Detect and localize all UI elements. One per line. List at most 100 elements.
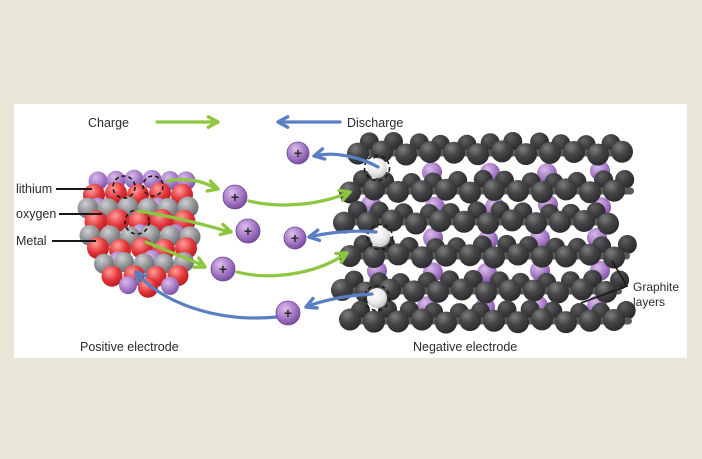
arrow-shaft <box>317 152 380 169</box>
graphite-callout-line2: layers <box>633 295 665 309</box>
lithium-ion-sphere <box>275 300 301 326</box>
graphite-layer <box>347 131 633 166</box>
carbon-atom <box>339 245 361 268</box>
carbon-atom <box>499 279 521 302</box>
carbon-atom <box>467 143 489 166</box>
plus-sign: + <box>231 189 239 205</box>
carbon-atom <box>587 143 609 166</box>
arrow-shaft <box>166 177 215 189</box>
arrow-shaft <box>235 254 344 278</box>
graphite-callout-bracket <box>580 260 629 304</box>
charge-arrow-icon <box>155 115 220 129</box>
carbon-atom <box>371 140 393 163</box>
carbon-atom <box>579 309 601 332</box>
arrow-shaft <box>309 292 374 307</box>
plus-sign: + <box>284 305 292 321</box>
lithium-ion: + <box>283 226 307 250</box>
arrowhead <box>205 179 220 193</box>
lithium-ion-sphere <box>210 256 236 282</box>
arrowhead <box>334 251 349 264</box>
carbon-atom <box>611 140 633 163</box>
migration-arrows <box>134 147 380 320</box>
carbon-atom-back <box>610 270 630 290</box>
arrowhead <box>304 296 319 310</box>
carbon-atom <box>435 244 457 267</box>
vacancy-dashed-circle <box>363 284 391 312</box>
vacant-site-sphere <box>367 288 387 308</box>
carbon-atom <box>603 246 625 269</box>
carbon-atom <box>387 180 409 203</box>
lithium-label: lithium <box>16 182 52 196</box>
carbon-atom <box>573 210 595 233</box>
lithium-ion: + <box>210 256 236 282</box>
carbon-atom <box>477 212 499 235</box>
carbon-atom <box>387 243 409 266</box>
graphite-layer <box>339 299 636 334</box>
lithium-atom <box>119 276 137 295</box>
discharge-arrow-4 <box>134 270 279 320</box>
carbon-atom <box>603 309 625 332</box>
carbon-atom <box>579 181 601 204</box>
carbon-atom <box>459 181 481 204</box>
carbon-atom <box>453 210 475 233</box>
arrowhead <box>337 188 352 202</box>
graphite-layer <box>339 169 635 204</box>
graphite-layer <box>339 234 637 269</box>
carbon-atom <box>405 212 427 235</box>
carbon-atom <box>547 281 569 304</box>
carbon-atom <box>603 179 625 202</box>
carbon-atom <box>579 243 601 266</box>
carbon-atom <box>435 311 457 334</box>
carbon-atom <box>411 180 433 203</box>
vacancy-dashed-circle <box>112 175 136 199</box>
positive-electrode-caption: Positive electrode <box>80 340 179 354</box>
carbon-atom <box>563 140 585 163</box>
carbon-atom <box>363 246 385 269</box>
legend: Charge Discharge <box>88 115 403 130</box>
lithium-ion: + <box>235 218 261 244</box>
lithium-ion: + <box>275 300 301 326</box>
charge-arrow-5 <box>235 251 349 278</box>
vacancy-dashed-circle <box>366 223 394 251</box>
lithium-ion-sphere <box>283 226 307 250</box>
carbon-atom <box>555 245 577 268</box>
vacancy-dashed-circle <box>363 154 391 182</box>
carbon-atom <box>451 278 473 301</box>
negative-electrode-graphite <box>331 131 637 334</box>
carbon-atom <box>525 212 547 235</box>
arrowhead <box>307 228 322 243</box>
arrowhead <box>276 115 290 129</box>
carbon-atom <box>507 180 529 203</box>
carbon-atom <box>539 141 561 164</box>
charge-label: Charge <box>88 116 129 130</box>
arrowhead <box>192 256 207 269</box>
oxygen-atom <box>101 265 123 287</box>
carbon-atom <box>483 309 505 332</box>
discharge-label: Discharge <box>347 116 403 130</box>
discharge-arrow-1 <box>312 147 380 169</box>
carbon-atom <box>427 280 449 303</box>
graphite-callout-line1: Graphite <box>633 280 679 294</box>
lithium-ion: + <box>222 184 248 210</box>
arrowhead <box>218 222 233 237</box>
arrow-shaft <box>144 240 202 266</box>
carbon-atom <box>419 141 441 164</box>
arrow-shaft <box>312 229 378 238</box>
charge-arrow-2 <box>247 188 352 207</box>
carbon-atom <box>395 143 417 166</box>
graphite-layer <box>333 200 619 235</box>
charge-arrow-4 <box>144 240 207 269</box>
negative-electrode-caption: Negative electrode <box>413 340 517 354</box>
carbon-atom <box>339 308 361 331</box>
carbon-atom <box>555 311 577 334</box>
oxygen-atom <box>87 237 109 260</box>
material-labels: lithium oxygen Metal <box>16 182 102 248</box>
charge-arrow-3 <box>136 209 233 237</box>
carbon-atom <box>357 211 379 234</box>
carbon-atom <box>549 210 571 233</box>
plus-sign: + <box>244 223 252 239</box>
lithium-ion-sphere <box>286 141 310 165</box>
arrow-shaft <box>247 192 347 207</box>
